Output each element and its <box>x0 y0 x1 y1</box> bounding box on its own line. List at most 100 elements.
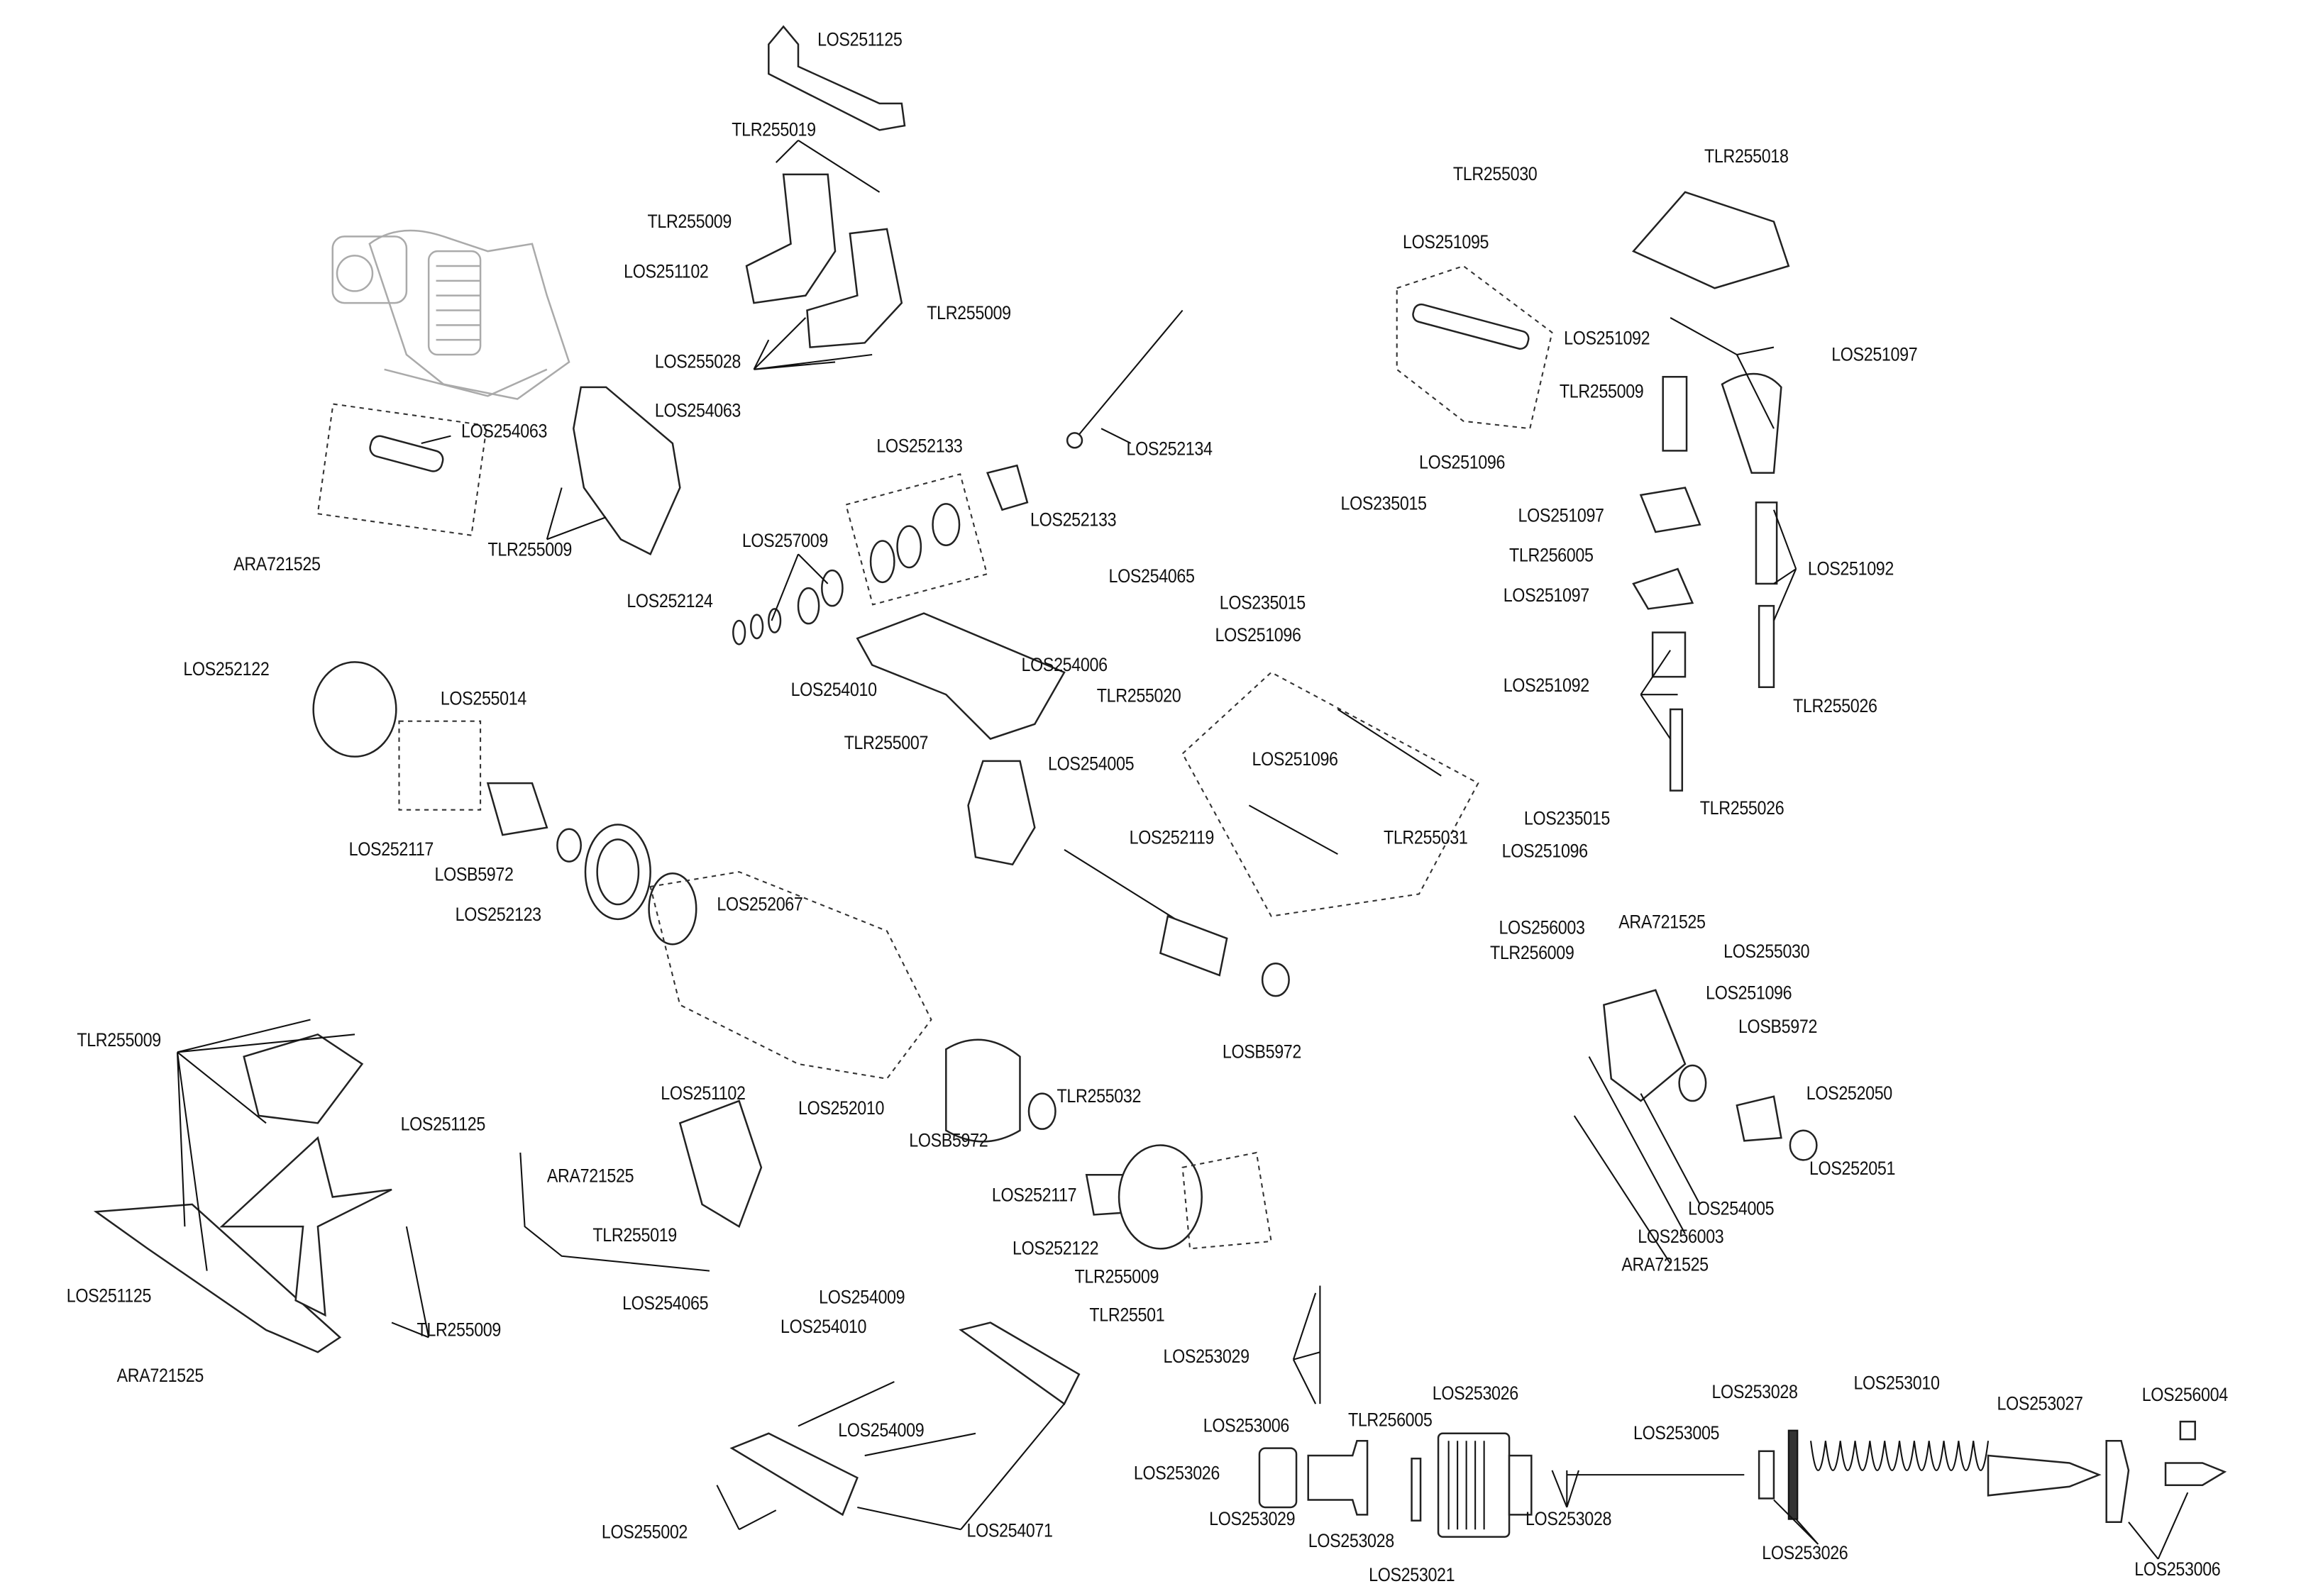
part-number-label: LOS252122 <box>1013 1236 1099 1259</box>
part-number-label: TLR255026 <box>1793 694 1877 717</box>
part-number-label: TLR255030 <box>1452 162 1538 185</box>
part-number-label: TLR255019 <box>592 1223 677 1246</box>
part-number-label: LOSB5972 <box>434 863 514 885</box>
part-number-label: TLR255009 <box>1559 379 1644 402</box>
part-number-label: LOS252133 <box>876 434 963 457</box>
part-number-label: LOS253026 <box>1432 1381 1518 1404</box>
part-number-label: LOS255002 <box>601 1520 688 1543</box>
part-number-label: LOS252010 <box>798 1096 885 1119</box>
part-number-label: LOS255028 <box>654 350 741 372</box>
diff-rings <box>732 503 961 645</box>
part-number-label: LOS253010 <box>1853 1371 1940 1394</box>
part-number-label: LOS251096 <box>1215 624 1301 646</box>
part-number-label: ARA721525 <box>233 553 321 575</box>
part-number-label: LOS253028 <box>1308 1529 1394 1552</box>
part-number-label: TLR255009 <box>1074 1265 1159 1287</box>
part-number-label: LOS254005 <box>1688 1197 1775 1219</box>
part-number-label: LOS254009 <box>819 1285 905 1308</box>
part-number-label: LOS253026 <box>1762 1541 1848 1564</box>
part-number-label: LOSB5972 <box>1738 1015 1818 1038</box>
part-number-label: TLR255018 <box>1704 145 1789 167</box>
part-number-label: TLR255009 <box>416 1318 501 1341</box>
part-number-label: LOS255030 <box>1723 939 1810 963</box>
part-number-label: LOS252133 <box>1030 508 1117 531</box>
part-number-label: LOS257009 <box>741 528 828 552</box>
part-number-label: LOS235015 <box>1523 807 1610 829</box>
part-number-label: TLR255009 <box>927 301 1011 324</box>
part-number-label: LOS253028 <box>1711 1380 1798 1403</box>
part-number-label: LOS252051 <box>1809 1157 1896 1180</box>
leader-lines <box>176 140 2189 1560</box>
part-number-label: LOS251096 <box>1706 981 1792 1004</box>
part-number-label: LOSB5972 <box>1222 1040 1301 1063</box>
part-number-label: TLR255019 <box>732 118 816 140</box>
part-number-label: TLR255031 <box>1383 826 1468 848</box>
part-number-label: LOS251095 <box>1403 230 1489 253</box>
part-number-label: LOS256003 <box>1638 1225 1724 1248</box>
part-number-label: ARA721525 <box>546 1164 634 1187</box>
part-number-label: LOS251125 <box>400 1112 486 1135</box>
part-number-label: LOS251097 <box>1503 583 1589 606</box>
assembly-thumbnail <box>331 229 570 400</box>
part-number-label: LOS251096 <box>1501 839 1588 862</box>
part-number-label: LOS251125 <box>817 28 903 50</box>
part-number-label: TLR255009 <box>77 1028 161 1051</box>
part-number-label: LOS253006 <box>2134 1557 2221 1580</box>
part-number-label: LOS255014 <box>440 687 526 709</box>
part-number-label: LOS253026 <box>1133 1461 1220 1484</box>
part-number-label: LOS254063 <box>654 399 741 421</box>
part-number-label: TLR255007 <box>844 731 929 754</box>
part-number-label: LOS253005 <box>1633 1422 1720 1444</box>
shock-assembly <box>1258 1285 2227 1538</box>
part-number-label: LOS252134 <box>1126 437 1213 460</box>
part-number-label: LOS252117 <box>348 838 434 860</box>
part-number-label: LOS251102 <box>624 260 709 282</box>
part-number-label: LOS252067 <box>717 892 803 915</box>
part-number-label: LOS253006 <box>1203 1414 1289 1436</box>
part-number-label: LOS254010 <box>790 678 877 701</box>
part-number-label: TLR255032 <box>1057 1085 1142 1107</box>
part-number-label: LOS254065 <box>622 1291 709 1314</box>
part-number-label: LOS253029 <box>1209 1507 1296 1530</box>
part-number-label: ARA721525 <box>116 1363 204 1387</box>
part-number-label: TLR25501 <box>1089 1303 1168 1326</box>
part-number-label: LOS256004 <box>2141 1382 2228 1406</box>
part-number-label: LOS252119 <box>1129 826 1215 848</box>
part-number-label: LOS252122 <box>183 658 270 680</box>
part-number-label: LOS251092 <box>1503 673 1589 697</box>
part-number-label: LOS254009 <box>838 1418 925 1441</box>
part-number-label: LOS254010 <box>780 1315 867 1338</box>
part-number-label: LOS254071 <box>966 1519 1053 1541</box>
part-number-label: ARA721525 <box>1621 1253 1709 1275</box>
part-number-label: ARA721525 <box>1618 910 1706 933</box>
part-number-label: TLR255009 <box>487 538 572 560</box>
part-number-label: LOS252123 <box>455 902 541 926</box>
part-number-label: LOS253029 <box>1163 1344 1249 1368</box>
part-number-label: LOS235015 <box>1340 492 1427 514</box>
part-number-label: LOS235015 <box>1219 591 1306 614</box>
part-number-label: LOS251097 <box>1831 343 1918 365</box>
part-number-label: TLR255020 <box>1096 684 1181 706</box>
part-number-label: TLR256009 <box>1489 941 1574 964</box>
part-number-label: TLR256005 <box>1347 1408 1433 1431</box>
part-number-label: TLR255026 <box>1699 796 1784 819</box>
part-number-label: LOS256003 <box>1499 916 1585 938</box>
part-number-label: LOS251125 <box>66 1284 152 1307</box>
part-number-label: TLR255009 <box>647 209 732 233</box>
part-number-label: LOS251096 <box>1418 450 1506 473</box>
part-number-label: LOS252117 <box>991 1183 1077 1206</box>
part-number-label: LOS254063 <box>460 419 548 442</box>
part-number-label: LOS251102 <box>661 1081 746 1104</box>
part-number-label: LOS251092 <box>1807 557 1894 580</box>
part-number-label: TLR256005 <box>1509 543 1594 566</box>
part-number-label: LOS251097 <box>1518 504 1604 526</box>
part-number-label: LOS252050 <box>1806 1081 1892 1104</box>
part-number-label: LOS254065 <box>1108 564 1195 587</box>
part-number-label: LOS254006 <box>1021 653 1108 676</box>
part-number-label: LOSB5972 <box>909 1129 988 1151</box>
part-number-label: LOS254005 <box>1048 752 1135 775</box>
part-number-label: LOS253028 <box>1525 1507 1612 1530</box>
part-number-label: LOS252124 <box>627 589 713 612</box>
